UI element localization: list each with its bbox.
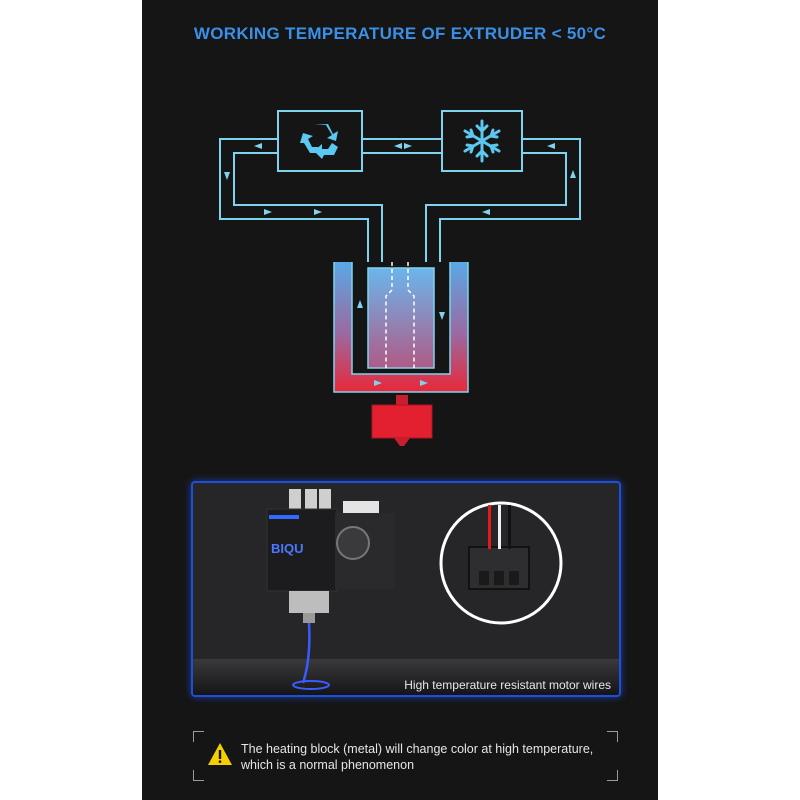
cooling-diagram <box>219 110 581 446</box>
notice-corner <box>193 770 204 781</box>
notice-corner <box>607 770 618 781</box>
flow-arrows <box>224 143 576 215</box>
notice-line-2: which is a normal phenomenon <box>241 758 415 772</box>
extruder-body <box>266 489 395 690</box>
product-photo-frame: BIQU High temperature resistant motor wi… <box>191 481 621 697</box>
notice-text: The heating block (metal) will change co… <box>241 741 611 773</box>
warning-icon <box>208 743 232 765</box>
snowflake-box <box>441 110 523 172</box>
recycle-icon <box>300 124 338 159</box>
page-title: WORKING TEMPERATURE OF EXTRUDER < 50°C <box>193 24 607 43</box>
photo-logo: BIQU <box>271 541 304 556</box>
notice-box: The heating block (metal) will change co… <box>193 731 618 781</box>
connector-closeup <box>439 501 563 625</box>
notice-corner <box>193 731 204 742</box>
notice-corner <box>607 731 618 742</box>
recycle-box <box>277 110 363 172</box>
snowflake-icon <box>463 119 501 163</box>
notice-line-1: The heating block (metal) will change co… <box>241 742 594 756</box>
extruder-photo: BIQU <box>193 489 619 695</box>
wires-caption: High temperature resistant motor wires <box>404 678 611 692</box>
heat-sink-tank <box>333 262 469 393</box>
heating-block <box>371 395 433 446</box>
pipe-loop <box>219 138 581 262</box>
